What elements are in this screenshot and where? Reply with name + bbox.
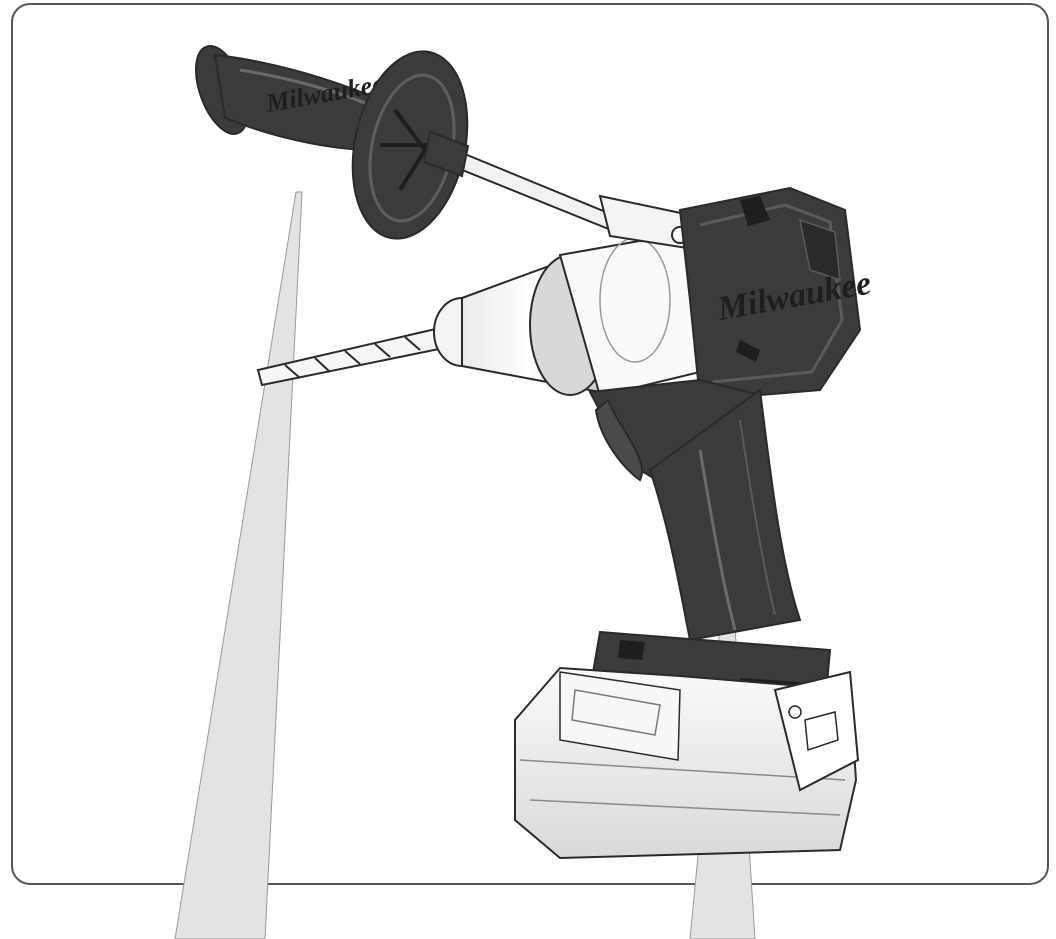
figure-frame: [11, 3, 1049, 885]
side-handle: Milwaukee: [195, 45, 632, 240]
chuck: [433, 194, 702, 398]
callout-wedge-side-handle: [174, 191, 303, 939]
tool-body: [588, 378, 802, 642]
main-grip: [648, 388, 802, 642]
battery: [514, 630, 860, 860]
motor-housing: Milwaukee: [678, 186, 874, 402]
